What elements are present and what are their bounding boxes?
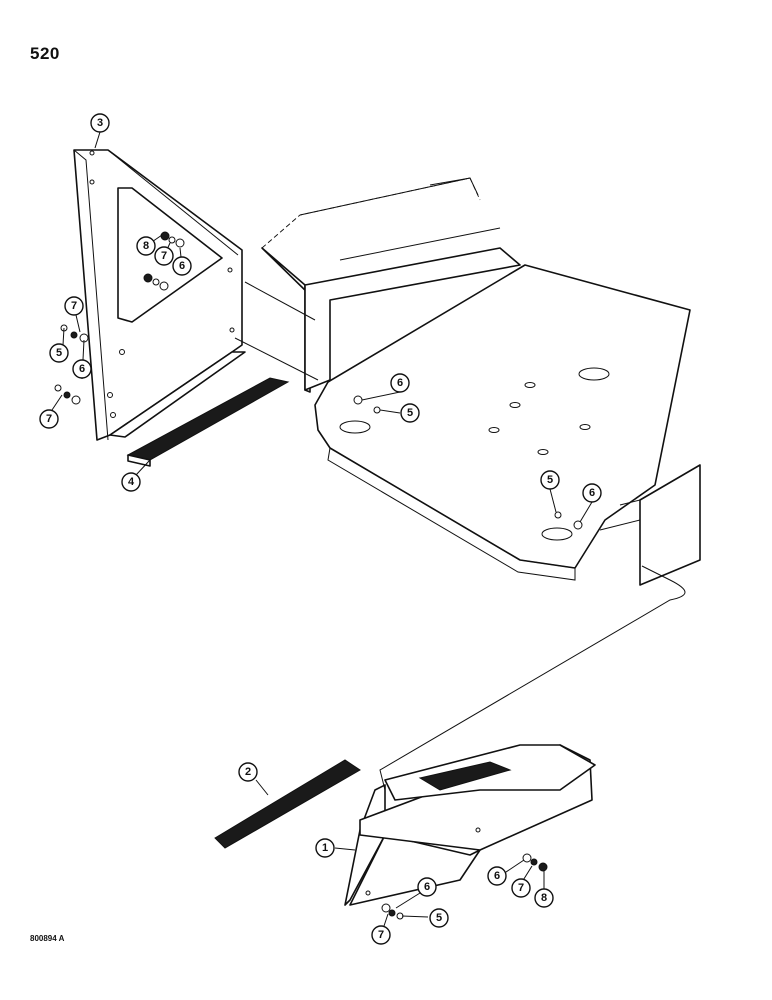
svg-text:3: 3 xyxy=(97,117,103,129)
svg-text:6: 6 xyxy=(397,377,403,389)
callout-8: 8 xyxy=(534,888,554,908)
callout-7: 7 xyxy=(64,296,84,316)
bracket-part-1 xyxy=(344,744,596,906)
callout-6: 6 xyxy=(390,373,410,393)
callout-8: 8 xyxy=(136,236,156,256)
hardware xyxy=(54,231,583,920)
svg-text:4: 4 xyxy=(128,476,135,488)
svg-text:5: 5 xyxy=(56,347,62,359)
callout-7: 7 xyxy=(154,246,174,266)
callout-5: 5 xyxy=(429,908,449,928)
callout-3: 3 xyxy=(90,113,110,133)
drawing-code: 800894 A xyxy=(30,934,65,943)
page-number: 520 xyxy=(30,44,60,63)
svg-text:6: 6 xyxy=(179,260,185,272)
svg-text:7: 7 xyxy=(161,250,167,262)
callout-7: 7 xyxy=(39,409,59,429)
callout-4: 4 xyxy=(121,472,141,492)
callout-7: 7 xyxy=(511,878,531,898)
callout-2: 2 xyxy=(238,762,258,782)
callout-6: 6 xyxy=(417,877,437,897)
svg-text:5: 5 xyxy=(547,474,553,486)
svg-text:2: 2 xyxy=(245,766,251,778)
svg-text:7: 7 xyxy=(378,929,384,941)
callout-6: 6 xyxy=(172,256,192,276)
callout-6: 6 xyxy=(582,483,602,503)
svg-text:7: 7 xyxy=(518,882,524,894)
svg-text:6: 6 xyxy=(79,363,85,375)
svg-text:6: 6 xyxy=(494,870,500,882)
callout-6: 6 xyxy=(72,359,92,379)
side-panel-part-3 xyxy=(73,149,246,441)
chassis-frame xyxy=(261,177,701,586)
svg-text:8: 8 xyxy=(143,240,149,252)
callout-6: 6 xyxy=(487,866,507,886)
svg-text:6: 6 xyxy=(424,881,430,893)
svg-text:6: 6 xyxy=(589,487,595,499)
rubber-strip-part-2 xyxy=(214,759,361,849)
svg-text:8: 8 xyxy=(541,892,547,904)
callout-5: 5 xyxy=(49,343,69,363)
callout-1: 1 xyxy=(315,838,335,858)
rubber-strip-part-4 xyxy=(126,377,290,467)
callouts: 3 8 7 6 7 5 6 7 4 6 5 5 6 2 1 6 5 7 6 7 … xyxy=(39,113,602,945)
callout-5: 5 xyxy=(540,470,560,490)
assembly-lines xyxy=(234,281,686,791)
svg-text:7: 7 xyxy=(71,300,77,312)
svg-text:5: 5 xyxy=(436,912,442,924)
callout-7: 7 xyxy=(371,925,391,945)
svg-text:7: 7 xyxy=(46,413,52,425)
callout-5: 5 xyxy=(400,403,420,423)
svg-text:1: 1 xyxy=(322,842,328,854)
svg-text:5: 5 xyxy=(407,407,413,419)
